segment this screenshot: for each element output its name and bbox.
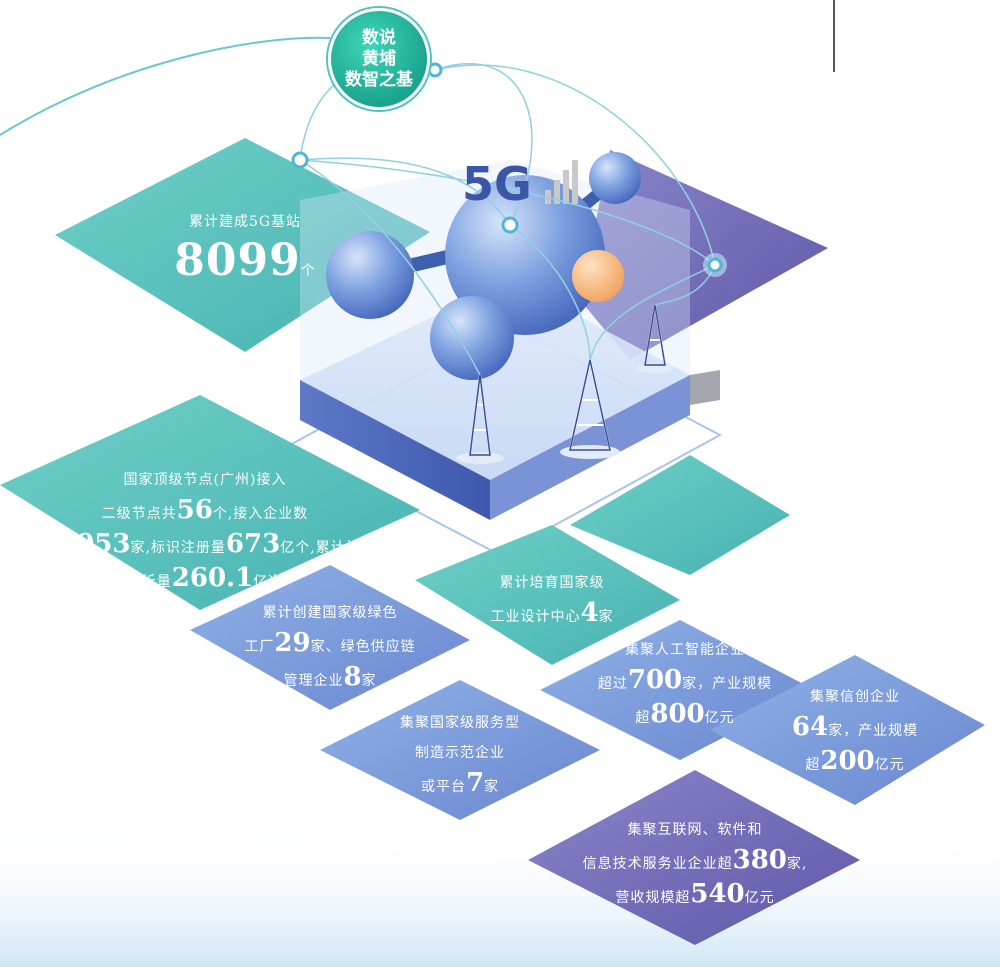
xc-line-1: 集聚信创企业 — [810, 689, 900, 705]
ai-line-2a: 超过 — [597, 676, 628, 692]
ai-value-700: 700 — [627, 665, 683, 695]
card-5g-unit: 个 — [300, 263, 316, 279]
design-line-2a: 工业设计中心 — [490, 609, 581, 625]
ai-line-2b: 家，产业规模 — [682, 676, 773, 692]
design-value: 4 — [580, 598, 599, 628]
title-badge: 数说 黄埔 数智之基 — [328, 8, 430, 110]
node-line-4b: 亿次 — [253, 574, 284, 590]
card-5g-stations: 累计建成5G基站 8099个 — [130, 207, 360, 295]
node-line-2a: 二级节点共 — [101, 506, 177, 522]
5g-label: 5G — [462, 157, 532, 211]
badge-line-3: 数智之基 — [345, 69, 413, 90]
internet-line-2b: 家, — [786, 856, 808, 872]
green-value-29: 29 — [274, 628, 311, 658]
service-line-1: 集聚国家级服务型 — [400, 715, 520, 731]
xc-value-200: 200 — [820, 746, 875, 776]
xc-line-3b: 亿元 — [874, 757, 905, 773]
card-green-factory: 累计创建国家级绿色 工厂29家、绿色供应链 管理企业8家 — [240, 598, 420, 696]
divider — [833, 0, 835, 72]
node-line-3a: 家,标识注册量 — [130, 540, 226, 556]
design-line-1: 累计培育国家级 — [499, 575, 605, 591]
green-line-1: 累计创建国家级绿色 — [262, 605, 398, 621]
internet-line-2a: 信息技术服务业企业超 — [582, 856, 733, 872]
green-line-2b: 家、绿色供应链 — [310, 639, 416, 655]
node-value-56: 56 — [176, 495, 213, 525]
design-line-2b: 家 — [598, 609, 614, 625]
green-line-2a: 工厂 — [244, 639, 275, 655]
node-line-1: 国家顶级节点(广州)接入 — [123, 472, 287, 488]
service-line-3b: 家 — [484, 779, 500, 795]
green-line-3a: 管理企业 — [283, 673, 344, 689]
badge-line-2: 黄埔 — [362, 48, 396, 69]
green-line-3b: 家 — [361, 673, 377, 689]
internet-line-3a: 营收规模超 — [615, 890, 691, 906]
card-service-manufacturing: 集聚国家级服务型 制造示范企业 或平台7家 — [375, 708, 545, 802]
node-value-33053: 33053 — [40, 529, 131, 559]
card-identity-node: 国家顶级节点(广州)接入 二级节点共56个,接入企业数 33053家,标识注册量… — [40, 465, 375, 597]
node-value-260: 260.1 — [171, 563, 254, 593]
internet-line-3b: 亿元 — [744, 890, 775, 906]
card-5g-label: 累计建成5G基站 — [188, 214, 302, 230]
node-line-3b: 亿个,累计标识 — [280, 540, 376, 556]
node-value-673: 673 — [225, 529, 281, 559]
ai-line-3b: 亿元 — [704, 710, 735, 726]
service-line-3a: 或平台 — [420, 779, 466, 795]
green-value-8: 8 — [343, 662, 362, 692]
badge-line-1: 数说 — [362, 27, 396, 48]
service-line-2: 制造示范企业 — [415, 745, 505, 761]
service-value-7: 7 — [465, 768, 485, 798]
ai-line-3a: 超 — [635, 710, 651, 726]
internet-value-540: 540 — [690, 879, 745, 909]
internet-value-380: 380 — [732, 845, 787, 875]
xc-line-3a: 超 — [805, 757, 821, 773]
card-5g-value: 8099 — [174, 235, 301, 286]
ai-line-1: 集聚人工智能企业 — [625, 642, 745, 658]
card-internet-software: 集聚互联网、软件和 信息技术服务业企业超380家, 营收规模超540亿元 — [555, 815, 835, 913]
xc-value-64: 64 — [791, 712, 829, 742]
xc-line-2b: 家，产业规模 — [828, 723, 919, 739]
node-line-2b: 个,接入企业数 — [212, 506, 309, 522]
internet-line-1: 集聚互联网、软件和 — [627, 822, 763, 838]
card-xinchuang: 集聚信创企业 64家，产业规模 超200亿元 — [765, 682, 945, 780]
card-design-center: 累计培育国家级 工业设计中心4家 — [462, 568, 642, 632]
ai-value-800: 800 — [650, 699, 705, 729]
node-line-4a: 解析量 — [126, 574, 172, 590]
card-ai-enterprises: 集聚人工智能企业 超过700家，产业规模 超800亿元 — [590, 635, 780, 733]
